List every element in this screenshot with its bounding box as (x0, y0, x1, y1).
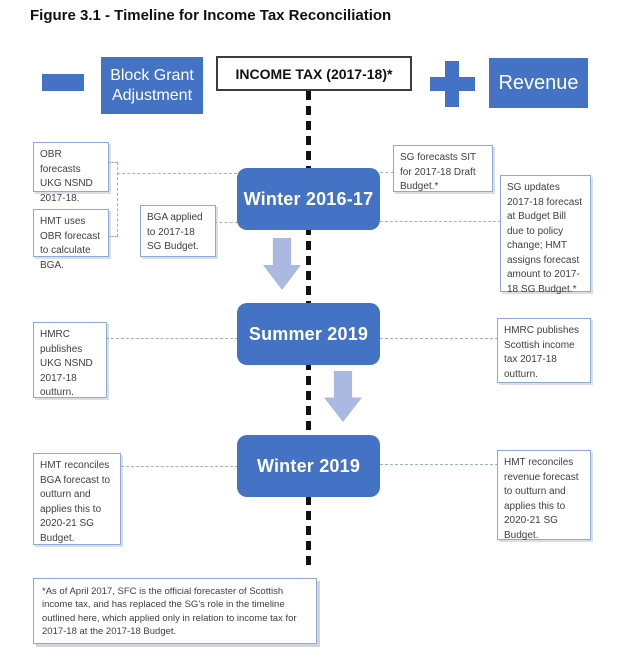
plus-icon (430, 61, 475, 107)
minus-icon (42, 74, 84, 91)
annotation-sg-forecasts-sit: SG forecasts SIT for 2017-18 Draft Budge… (393, 145, 493, 192)
annotation-hmt-reconciles-revenue: HMT reconciles revenue forecast to outtu… (497, 450, 591, 541)
revenue-label: Revenue (498, 71, 579, 94)
income-tax-title-box: INCOME TAX (2017-18)* (216, 56, 412, 91)
block-grant-adjustment-box: Block Grant Adjustment (101, 57, 203, 114)
annotation-obr-forecasts: OBR forecasts UKG NSND 2017-18. (33, 142, 109, 204)
annotation-hmt-reconciles-bga: HMT reconciles BGA forecast to outturn a… (33, 453, 121, 545)
timeline-node-summer-2019: Summer 2019 (237, 303, 380, 365)
arrow-down-icon (263, 238, 301, 290)
annotation-hmt-uses-obr: HMT uses OBR forecast to calculate BGA. (33, 209, 109, 271)
connector-winter-2016-17-to-sg-forecasts (380, 172, 394, 173)
arrow-down-icon (324, 371, 362, 422)
connector-winter-2016-17-to-sg-updates (380, 221, 501, 222)
timeline-node-label: Summer 2019 (248, 323, 369, 344)
annotation-sg-updates: SG updates 2017-18 forecast at Budget Bi… (500, 175, 591, 295)
annotation-bga-applied: BGA applied to 2017-18 SG Budget. (140, 205, 216, 257)
connector-winter-2019-to-hmt-revenue (380, 464, 498, 465)
timeline-node-label: Winter 2019 (256, 455, 361, 476)
timeline-node-winter-2019: Winter 2019 (237, 435, 380, 497)
timeline-node-winter-2016-17: Winter 2016-17 (237, 168, 380, 230)
connector-hmrc-ukg-to-summer-2019 (106, 338, 238, 339)
connector-left-bracket (117, 162, 118, 237)
annotation-hmrc-scottish-outturn: HMRC publishes Scottish income tax 2017-… (497, 318, 591, 383)
footnote-box: *As of April 2017, SFC is the official f… (33, 578, 317, 644)
timeline-node-label: Winter 2016-17 (243, 188, 374, 209)
block-grant-adjustment-label: Block Grant Adjustment (110, 67, 194, 104)
figure-title: Figure 3.1 - Timeline for Income Tax Rec… (30, 7, 392, 24)
income-tax-label: INCOME TAX (2017-18)* (235, 65, 393, 82)
connector-bracket-to-winter-2016-17 (117, 173, 237, 174)
connector-summer-2019-to-hmrc-scottish (380, 338, 498, 339)
annotation-hmrc-ukg-outturn: HMRC publishes UKG NSND 2017-18 outturn. (33, 322, 107, 398)
connector-bga-applied-to-winter-2016-17 (214, 222, 238, 223)
revenue-box: Revenue (489, 58, 588, 108)
connector-hmt-bga-to-winter-2019 (121, 466, 238, 467)
connector-hmt-stub (108, 236, 118, 237)
connector-obr-stub (108, 162, 118, 163)
plus-icon-vertical-bar (445, 61, 459, 107)
